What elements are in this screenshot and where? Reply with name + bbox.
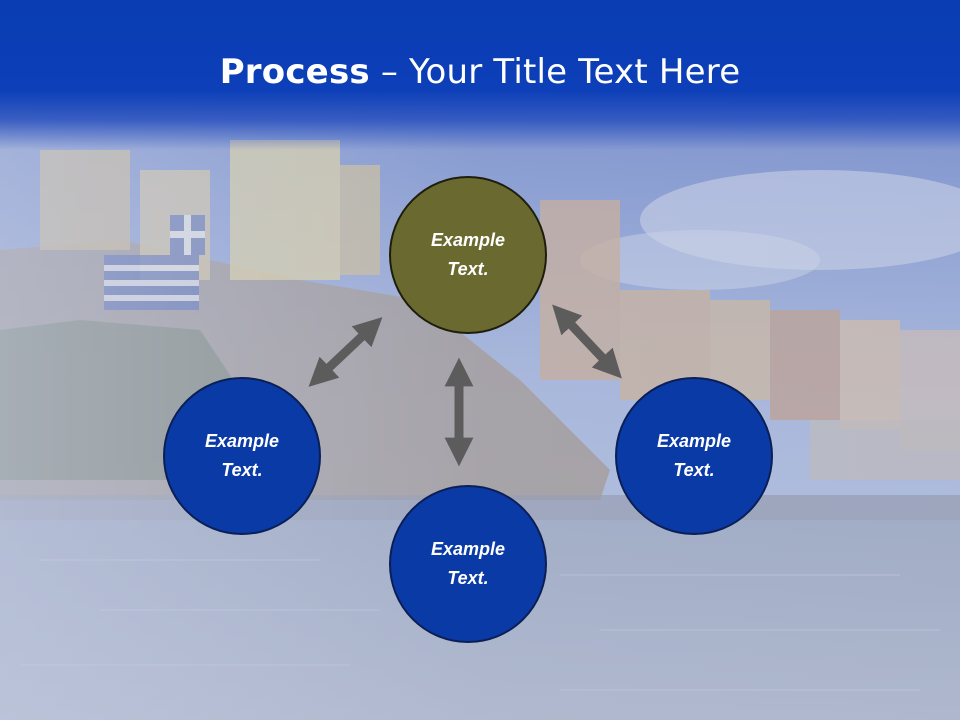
slide-title: Process – Your Title Text Here	[0, 52, 960, 92]
slide-title-bold: Process	[219, 52, 370, 92]
node-label-line2: Text.	[447, 568, 489, 588]
title-bar	[0, 0, 960, 150]
node-label-line2: Text.	[221, 460, 263, 480]
node-label-line2: Text.	[447, 259, 489, 279]
node-label-line2: Text.	[673, 460, 715, 480]
process-node-left: Example Text.	[163, 377, 321, 535]
slide-title-rest: – Your Title Text Here	[369, 52, 741, 92]
process-node-bottom: Example Text.	[389, 485, 547, 643]
node-label-line1: Example	[430, 539, 506, 559]
process-node-right: Example Text.	[615, 377, 773, 535]
process-node-top: Example Text.	[389, 176, 547, 334]
node-label-line1: Example	[204, 431, 280, 451]
node-label-line1: Example	[430, 230, 506, 250]
node-label-line1: Example	[656, 431, 732, 451]
